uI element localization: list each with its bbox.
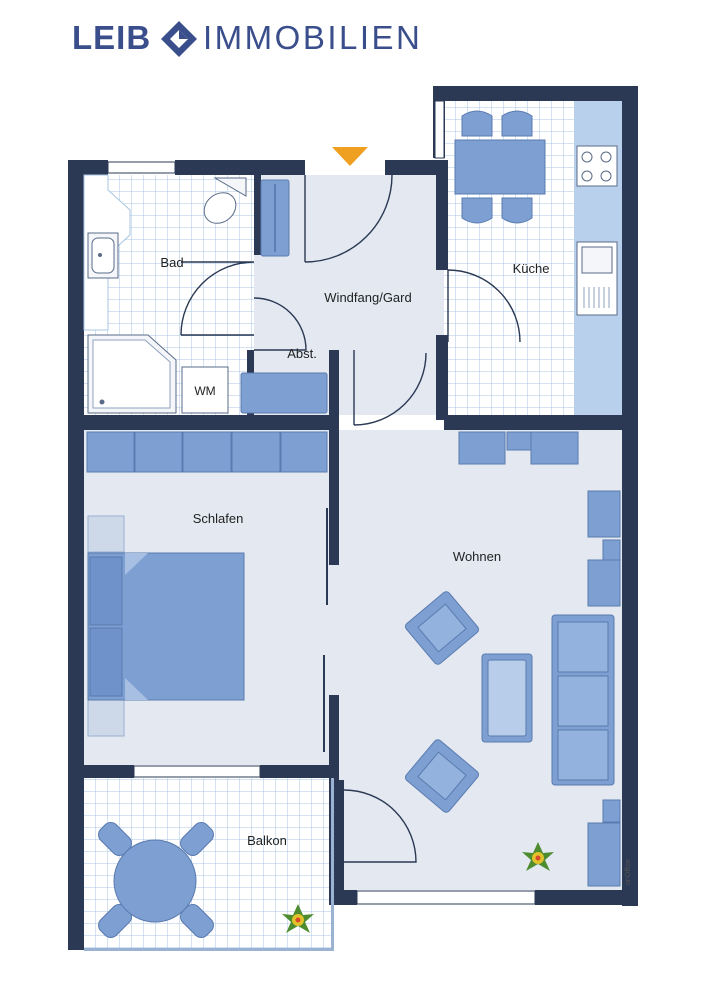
kueche-door	[447, 269, 521, 343]
room-labels: Bad Küche Windfang/Gard Abst. Schlafen W…	[160, 255, 549, 848]
walls	[68, 86, 638, 951]
floors	[84, 100, 626, 948]
abst-door	[253, 297, 307, 351]
label-abst: Abst.	[287, 346, 317, 361]
toilet-icon	[203, 177, 247, 224]
kueche-window	[434, 100, 445, 159]
kueche-furniture	[454, 110, 618, 316]
sofa	[551, 614, 615, 786]
balkon-chairs	[98, 822, 214, 938]
bad-window	[107, 161, 176, 174]
round-table	[113, 839, 197, 923]
plant-icon	[522, 842, 554, 871]
nightstand-bottom	[87, 699, 125, 737]
double-bed	[87, 552, 245, 701]
plant-icon	[282, 904, 314, 933]
label-bad: Bad	[160, 255, 183, 270]
dining-table	[454, 139, 546, 195]
diamond-logo-icon	[161, 21, 197, 57]
brand-name-right: IMMOBILIEN	[203, 19, 423, 56]
wohnen-door	[353, 350, 427, 426]
sink-icon	[87, 232, 119, 279]
bad-door	[180, 261, 255, 336]
armchair-top	[404, 591, 480, 665]
label-kueche: Küche	[513, 261, 550, 276]
shoe-cabinet	[240, 372, 328, 414]
bad-fixtures: WM	[83, 174, 247, 414]
wm-label: WM	[194, 384, 215, 398]
kitchen-chairs	[461, 110, 533, 224]
watermark: onOffice	[625, 859, 632, 885]
washing-machine: WM	[181, 366, 229, 414]
windfang-furniture	[240, 179, 328, 414]
side-cabinets	[587, 490, 621, 887]
windows	[107, 100, 536, 905]
label-schlafen: Schlafen	[193, 511, 244, 526]
sideboard	[458, 431, 579, 465]
schlafen-furniture	[86, 431, 328, 737]
entrance-arrow-icon	[332, 147, 368, 166]
header: LEIB IMMOBILIEN	[0, 0, 706, 80]
doors	[180, 174, 521, 863]
wohnen-furniture	[404, 431, 621, 887]
label-balkon: Balkon	[247, 833, 287, 848]
label-windfang: Windfang/Gard	[324, 290, 411, 305]
brand-name-left: LEIB	[72, 19, 152, 56]
balkon-furniture	[98, 822, 214, 938]
nightstand-top	[87, 515, 125, 553]
shower-icon	[87, 334, 177, 414]
armchair-bottom	[404, 739, 480, 813]
kitchen-sink-icon	[576, 241, 618, 316]
schlafen-window	[133, 765, 261, 778]
wohnen-window	[356, 890, 536, 905]
wardrobe-row	[86, 431, 328, 473]
balkon-door	[343, 789, 417, 863]
label-wohnen: Wohnen	[453, 549, 501, 564]
coffee-table	[481, 653, 533, 743]
entrance-door	[304, 174, 393, 263]
cooktop-icon	[576, 145, 618, 187]
